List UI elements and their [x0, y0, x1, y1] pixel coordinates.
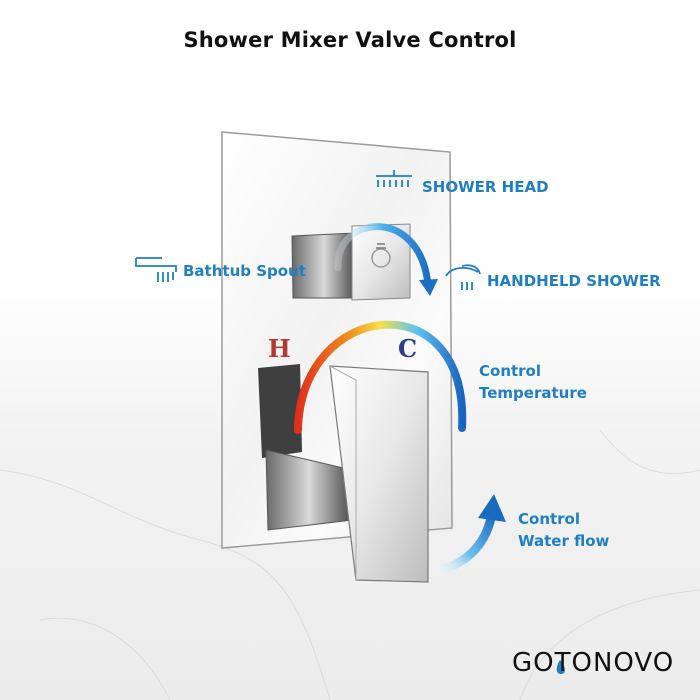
control-temperature-line2: Temperature	[479, 384, 587, 402]
marble-veins	[0, 429, 700, 700]
handheld-shower-label: HANDHELD SHOWER	[487, 272, 661, 290]
bathtub-spout-icon	[135, 257, 177, 282]
cold-mark: C	[398, 334, 418, 363]
mixer-lever[interactable]	[258, 364, 429, 583]
bathtub-spout-label: Bathtub Spout	[183, 262, 306, 280]
water-drop-icon	[556, 660, 565, 674]
diverter-arrow	[334, 223, 432, 289]
control-water-flow-label: Control Water flow	[518, 508, 609, 552]
control-water-flow-line2: Water flow	[518, 532, 610, 550]
page-title: Shower Mixer Valve Control	[183, 28, 517, 52]
control-temperature-line1: Control	[479, 362, 542, 380]
brand-logo: GOTONOVO	[512, 648, 675, 678]
shower-head-icon	[376, 170, 412, 187]
water-flow-arrow	[427, 507, 497, 577]
control-temperature-label: Control Temperature	[479, 360, 587, 404]
temperature-arrow	[294, 320, 467, 434]
hot-mark: H	[268, 334, 291, 363]
control-water-flow-line1: Control	[518, 510, 581, 528]
shower-head-label: SHOWER HEAD	[422, 178, 549, 196]
diverter-knob[interactable]	[291, 223, 411, 301]
handheld-shower-icon	[445, 264, 481, 290]
